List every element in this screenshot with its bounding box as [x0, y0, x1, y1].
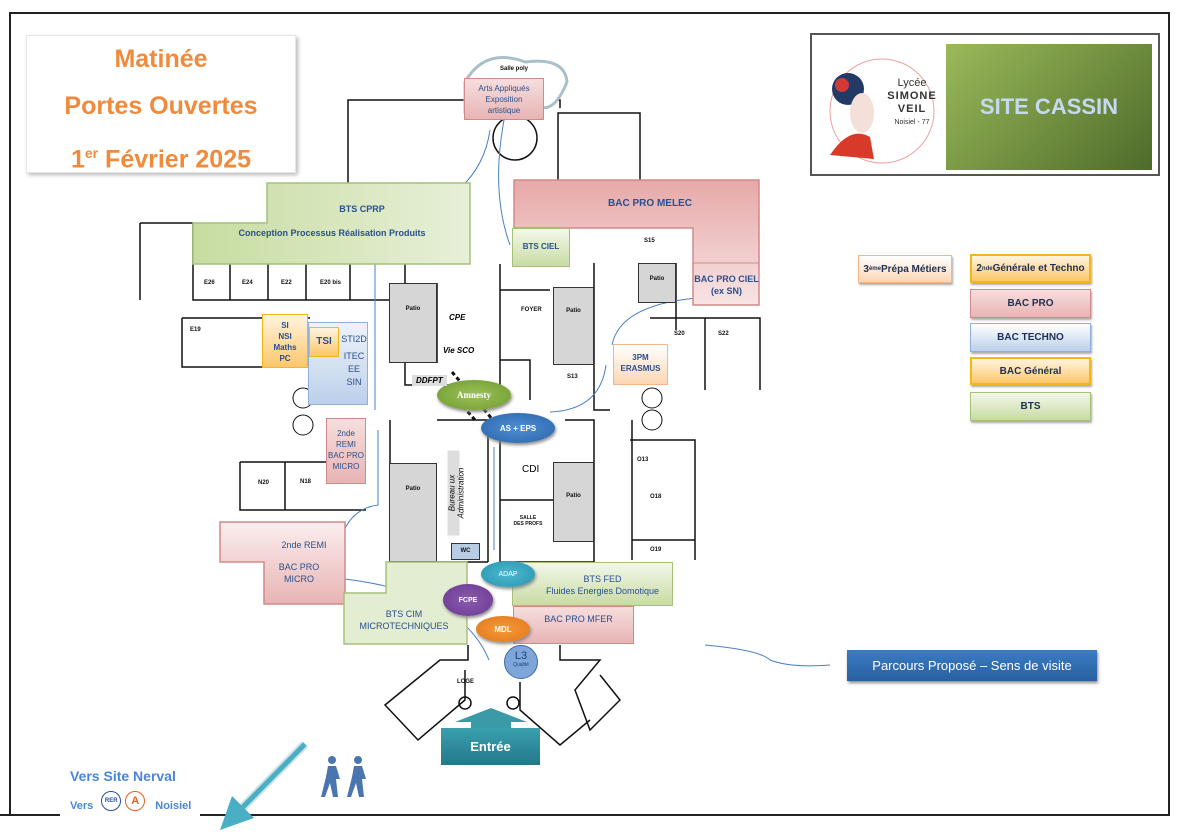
- title-date: 1er Février 2025: [70, 145, 252, 174]
- logo-text: VEIL: [897, 103, 927, 115]
- direction-arrow-icon: [220, 740, 309, 830]
- room-e19: E19: [190, 327, 201, 333]
- room-n18: N18: [300, 479, 312, 485]
- room-e26: E26: [204, 280, 215, 286]
- zone-bts-cprp: BTS CPRP: [339, 204, 385, 214]
- room-foyer: FOYER: [521, 307, 542, 313]
- legend-bac-general: BAC Général: [970, 357, 1091, 385]
- room-loge: LOGE: [457, 679, 475, 685]
- title-line: Matinée: [114, 45, 208, 73]
- site-label: SITE CASSIN: [946, 44, 1152, 170]
- zone-remi-big: 2nde REMI: [281, 540, 327, 550]
- room-n20: N20: [258, 480, 270, 486]
- zone-bts-ciel: BTS CIEL: [512, 228, 570, 267]
- nerval-direction: Vers Site Nerval: [70, 768, 176, 784]
- room-s13: S13: [567, 374, 578, 380]
- stand-amnesty: Amnesty: [437, 380, 511, 410]
- room-s22: S22: [718, 331, 729, 337]
- stand-as-eps: AS + EPS: [481, 413, 555, 443]
- room-bureaux-administration: Bureau ux Administration: [447, 450, 466, 536]
- legend-bac-pro: BAC PRO: [970, 289, 1091, 318]
- rer-icon: RER: [101, 791, 122, 811]
- room-patio: Patio: [389, 463, 437, 562]
- room-e20-bis: E20 bis: [320, 280, 342, 286]
- walking-people-icon: [321, 756, 366, 797]
- room-wc: WC: [451, 543, 480, 560]
- title-line: Portes Ouvertes: [64, 92, 258, 120]
- room-vie-sco: Vie SCO: [443, 346, 475, 355]
- zone-bac-pro-melec: BAC PRO MELEC: [608, 198, 692, 209]
- room-e22: E22: [281, 280, 292, 286]
- room-cpe: CPE: [449, 313, 466, 322]
- stand-adap: ADAP: [481, 561, 535, 587]
- zone-bts-cprp-shape: [192, 182, 471, 265]
- line-a-icon: A: [125, 791, 146, 811]
- parcours-button[interactable]: Parcours Proposé – Sens de visite: [847, 650, 1097, 681]
- entrance-label: Entrée: [441, 728, 540, 765]
- room-ddfpt: DDFPT: [412, 375, 447, 386]
- room-e24: E24: [242, 280, 253, 286]
- room-patio: Patio: [638, 263, 676, 303]
- room-patio: Patio: [389, 283, 437, 363]
- bottom-line: [200, 814, 1170, 816]
- zone-bts-cim-shape: [343, 561, 468, 645]
- room-o18: O18: [650, 494, 662, 500]
- bottom-line: [0, 814, 60, 816]
- map-frame: [9, 12, 1170, 815]
- stand-mdl: MDL: [476, 616, 530, 642]
- room-s15: S15: [644, 238, 655, 244]
- zone-bac-pro-ciel: BAC PRO CIEL(ex SN): [694, 274, 759, 296]
- zone-tsi: TSI: [309, 327, 339, 357]
- room-patio: Patio: [553, 287, 594, 365]
- zone-remi-big-shape: [219, 521, 346, 605]
- legend-bts: BTS: [970, 392, 1091, 421]
- logo-text: SIMONE: [887, 90, 937, 102]
- zone-bts-cprp-subtitle: Conception Processus Réalisation Produit…: [238, 228, 426, 238]
- room-o13: O13: [637, 457, 649, 463]
- rer-direction: Vers RER A Noisiel: [66, 791, 196, 812]
- zone-bac-pro-mfer: BAC PRO MFER: [513, 606, 634, 644]
- event-title: Matinée Portes Ouvertes 1er Février 2025: [26, 35, 296, 173]
- entrance-arrow-icon: [455, 708, 527, 730]
- legend-bac-techno: BAC TECHNO: [970, 323, 1091, 352]
- logo-text: Noisiel - 77: [894, 119, 930, 126]
- room-salle-poly: Salle poly: [500, 66, 529, 72]
- room-o19: O19: [650, 547, 662, 553]
- room-s20: S20: [674, 331, 685, 337]
- stand-fcpe: FCPE: [443, 584, 493, 616]
- room-cdi: CDI: [522, 464, 540, 475]
- logo-text: Lycée: [897, 77, 927, 89]
- room-patio: Patio: [553, 462, 594, 542]
- school-logo: [829, 58, 935, 164]
